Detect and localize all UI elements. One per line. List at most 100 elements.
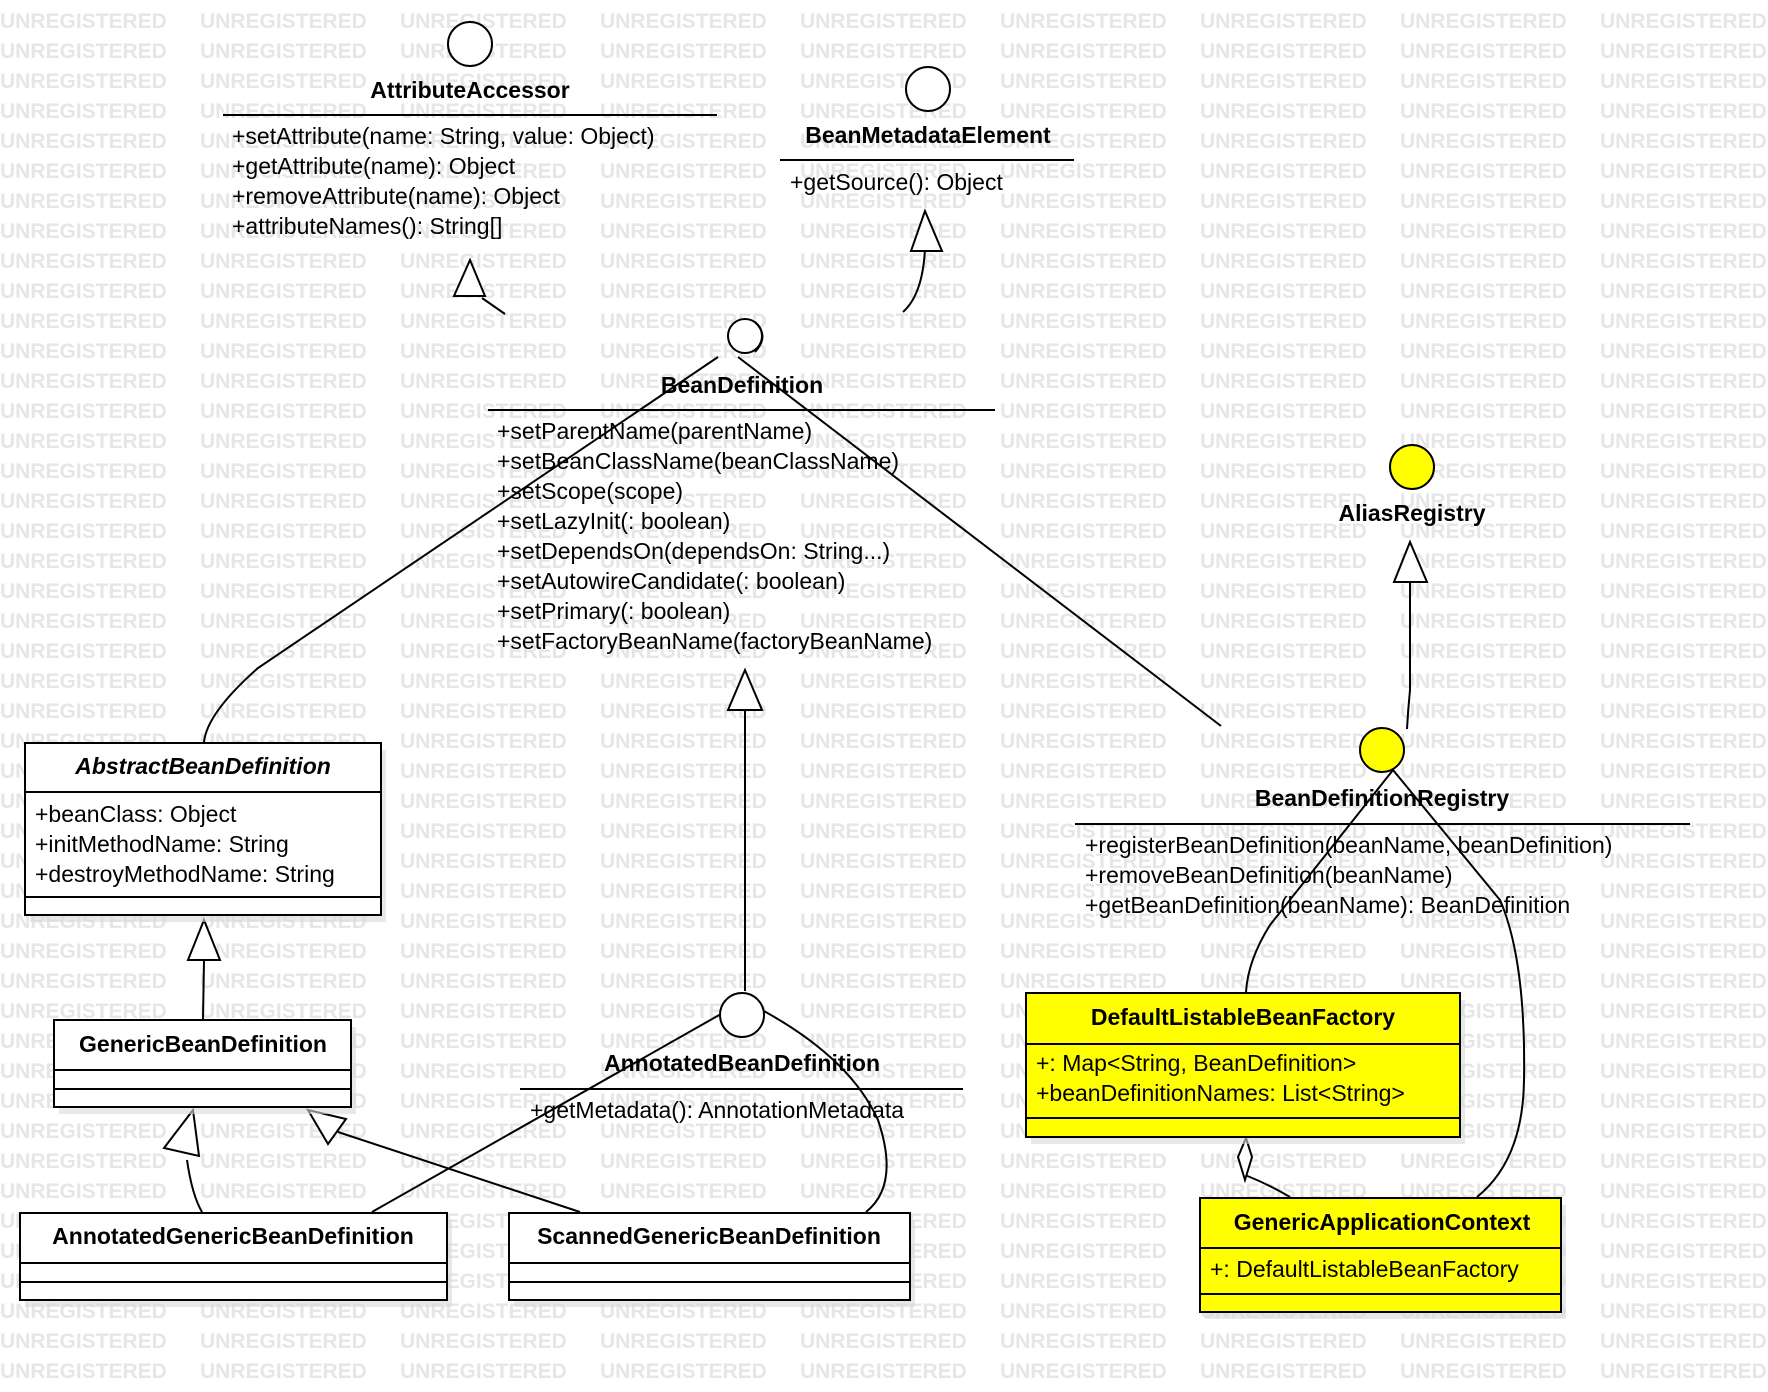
watermark-text: UNREGISTERED xyxy=(0,1150,167,1173)
class-box xyxy=(1025,992,1461,1138)
class-name: DefaultListableBeanFactory xyxy=(1091,1004,1395,1030)
watermark-text: UNREGISTERED xyxy=(0,220,167,243)
watermark-text: UNREGISTERED xyxy=(1200,220,1367,243)
watermark-text: UNREGISTERED xyxy=(1600,70,1767,93)
watermark-text: UNREGISTERED xyxy=(1600,1000,1767,1023)
interface-annotatedbeandefinition: AnnotatedBeanDefinition +getMetadata(): … xyxy=(520,1050,963,1123)
watermark-text: UNREGISTERED xyxy=(1600,490,1767,513)
connector-registry-aliasregistry xyxy=(1406,582,1411,730)
watermark-text: UNREGISTERED xyxy=(1000,700,1167,723)
member: +getMetadata(): AnnotationMetadata xyxy=(530,1097,904,1123)
watermark-text: UNREGISTERED xyxy=(800,490,967,513)
generalization-arrowhead-icon xyxy=(162,1107,201,1158)
watermark-text: UNREGISTERED xyxy=(1000,100,1167,123)
watermark-text: UNREGISTERED xyxy=(0,460,167,483)
watermark-text: UNREGISTERED xyxy=(600,730,767,753)
watermark-text: UNREGISTERED xyxy=(400,670,567,693)
watermark-text: UNREGISTERED xyxy=(1000,310,1167,333)
watermark-text: UNREGISTERED xyxy=(800,1090,967,1113)
interface-ball-socket-icon xyxy=(754,321,764,353)
class-box xyxy=(53,1019,352,1108)
watermark-text: UNREGISTERED xyxy=(1000,370,1167,393)
watermark-text: UNREGISTERED xyxy=(600,70,767,93)
watermark-text: UNREGISTERED xyxy=(1600,1060,1767,1083)
watermark-text: UNREGISTERED xyxy=(1400,70,1567,93)
watermark-text: UNREGISTERED xyxy=(800,610,967,633)
member: +initMethodName: String xyxy=(35,831,289,857)
watermark-text: UNREGISTERED xyxy=(400,700,567,723)
watermark-text: UNREGISTERED xyxy=(1400,670,1567,693)
watermark-text: UNREGISTERED xyxy=(1000,730,1167,753)
watermark-text: UNREGISTERED xyxy=(0,370,167,393)
watermark-text: UNREGISTERED xyxy=(1600,280,1767,303)
watermark-text: UNREGISTERED xyxy=(400,580,567,603)
watermark-text: UNREGISTERED xyxy=(600,220,767,243)
class-genericbeandefinition: GenericBeanDefinition xyxy=(53,1019,356,1114)
watermark-text: UNREGISTERED xyxy=(1000,550,1167,573)
watermark-text: UNREGISTERED xyxy=(1400,850,1567,873)
interface-aliasregistry: AliasRegistry xyxy=(1338,500,1485,526)
watermark-text: UNREGISTERED xyxy=(0,700,167,723)
watermark-text: UNREGISTERED xyxy=(1600,460,1767,483)
watermark-text: UNREGISTERED xyxy=(1400,130,1567,153)
watermark-text: UNREGISTERED xyxy=(0,310,167,333)
watermark-text: UNREGISTERED xyxy=(1600,10,1767,33)
watermark-text: UNREGISTERED xyxy=(1000,220,1167,243)
watermark-text: UNREGISTERED xyxy=(1600,640,1767,663)
watermark-text: UNREGISTERED xyxy=(400,760,567,783)
watermark-text: UNREGISTERED xyxy=(200,610,367,633)
watermark-text: UNREGISTERED xyxy=(1000,1240,1167,1263)
watermark-text: UNREGISTERED xyxy=(800,1330,967,1353)
watermark-text: UNREGISTERED xyxy=(400,70,567,93)
watermark-text: UNREGISTERED xyxy=(800,940,967,963)
interface-attributeaccessor: AttributeAccessor +setAttribute(name: St… xyxy=(223,77,717,239)
watermark-text: UNREGISTERED xyxy=(600,190,767,213)
member: +getAttribute(name): Object xyxy=(232,153,516,179)
generalization-arrowhead-icon xyxy=(186,917,222,961)
watermark-text: UNREGISTERED xyxy=(1600,1240,1767,1263)
watermark-text: UNREGISTERED xyxy=(1600,610,1767,633)
watermark-text: UNREGISTERED xyxy=(0,610,167,633)
watermark-text: UNREGISTERED xyxy=(1200,730,1367,753)
watermark-text: UNREGISTERED xyxy=(400,790,567,813)
watermark-text: UNREGISTERED xyxy=(1400,970,1567,993)
watermark-text: UNREGISTERED xyxy=(1400,340,1567,363)
watermark-text: UNREGISTERED xyxy=(400,550,567,573)
class-box xyxy=(24,742,382,916)
watermark-text: UNREGISTERED xyxy=(600,1120,767,1143)
watermark-text: UNREGISTERED xyxy=(1200,520,1367,543)
watermark-text: UNREGISTERED xyxy=(600,550,767,573)
watermark-text: UNREGISTERED xyxy=(400,370,567,393)
watermark-text: UNREGISTERED xyxy=(1000,340,1167,363)
watermark-text: UNREGISTERED xyxy=(800,340,967,363)
watermark-text: UNREGISTERED xyxy=(600,250,767,273)
watermark-text: UNREGISTERED xyxy=(1600,1300,1767,1323)
watermark-text: UNREGISTERED xyxy=(600,820,767,843)
watermark-text: UNREGISTERED xyxy=(1000,250,1167,273)
watermark-text: UNREGISTERED xyxy=(1600,430,1767,453)
watermark-text: UNREGISTERED xyxy=(200,1330,367,1353)
member: +setDependsOn(dependsOn: String...) xyxy=(497,538,890,564)
watermark-text: UNREGISTERED xyxy=(800,1360,967,1383)
watermark-text: UNREGISTERED xyxy=(400,1090,567,1113)
interface-balls xyxy=(447,21,1435,1038)
watermark-text: UNREGISTERED xyxy=(1600,760,1767,783)
watermark-text: UNREGISTERED xyxy=(600,1330,767,1353)
watermark-text: UNREGISTERED xyxy=(1200,250,1367,273)
watermark-text: UNREGISTERED xyxy=(800,1180,967,1203)
member: +: DefaultListableBeanFactory xyxy=(1210,1256,1519,1282)
member: +setPrimary(: boolean) xyxy=(497,598,730,624)
watermark-text: UNREGISTERED xyxy=(1200,760,1367,783)
watermark-text: UNREGISTERED xyxy=(600,520,767,543)
watermark-text: UNREGISTERED xyxy=(800,1000,967,1023)
class-name: AbstractBeanDefinition xyxy=(74,753,331,779)
watermark-text: UNREGISTERED xyxy=(1400,820,1567,843)
watermark-text: UNREGISTERED xyxy=(0,280,167,303)
aggregation-diamond-icon xyxy=(1236,1135,1254,1184)
member: +beanDefinitionNames: List<String> xyxy=(1036,1080,1405,1106)
watermark-text: UNREGISTERED xyxy=(0,130,167,153)
watermark-text: UNREGISTERED xyxy=(200,10,367,33)
watermark-text: UNREGISTERED xyxy=(1000,70,1167,93)
watermark-text: UNREGISTERED xyxy=(0,340,167,363)
watermark-text: UNREGISTERED xyxy=(1600,910,1767,933)
